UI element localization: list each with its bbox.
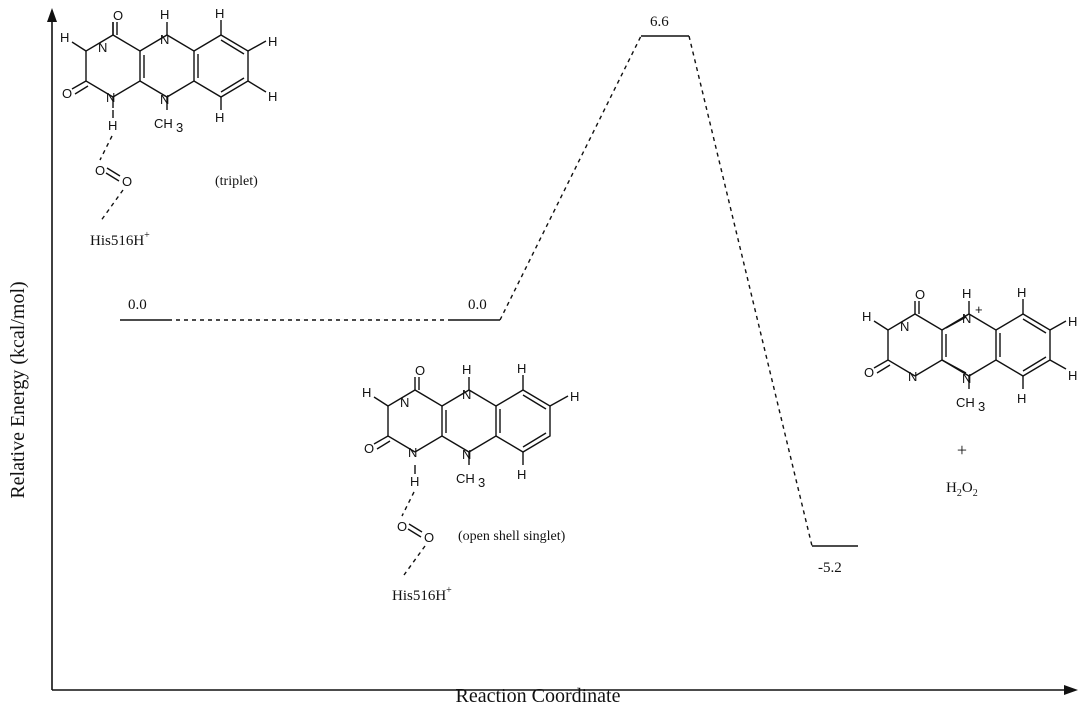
svg-text:H: H <box>108 118 117 133</box>
svg-text:O: O <box>122 174 132 189</box>
svg-text:N: N <box>98 40 107 55</box>
svg-text:N: N <box>160 92 169 107</box>
svg-text:O: O <box>415 363 425 378</box>
svg-text:H: H <box>1068 314 1077 329</box>
level-label-intermediate: 0.0 <box>468 297 487 313</box>
svg-text:H: H <box>1017 285 1026 300</box>
singlet-flavin-structure: N N H O O N H N CH 3 H H H H O O (open s… <box>362 361 579 604</box>
svg-text:H: H <box>215 110 224 125</box>
svg-text:H: H <box>268 89 277 104</box>
svg-text:O: O <box>424 530 434 545</box>
svg-text:H: H <box>962 286 971 301</box>
svg-text:N: N <box>462 447 471 462</box>
svg-text:H: H <box>862 309 871 324</box>
product-plus-sign: + <box>957 440 967 460</box>
connector-intermediate-ts <box>499 35 642 321</box>
svg-text:N: N <box>400 395 409 410</box>
triplet-state-label: (triplet) <box>215 174 258 189</box>
svg-text:N: N <box>160 32 169 47</box>
svg-text:N: N <box>962 371 971 386</box>
svg-text:3: 3 <box>176 120 183 135</box>
level-label-transition-state: 6.6 <box>650 14 669 30</box>
y-axis-arrow <box>47 8 57 22</box>
svg-text:CH: CH <box>154 116 173 131</box>
svg-text:O: O <box>364 441 374 456</box>
svg-text:N: N <box>106 90 115 105</box>
product-flavin-structure: N N H O O N + H N CH 3 H H H H + H2O2 <box>862 285 1077 499</box>
svg-text:O: O <box>62 86 72 101</box>
svg-text:3: 3 <box>978 399 985 414</box>
triplet-partner-label: His516H+ <box>90 230 150 249</box>
svg-text:CH: CH <box>456 471 475 486</box>
svg-text:H: H <box>1068 368 1077 383</box>
svg-text:N: N <box>962 311 971 326</box>
connector-ts-product <box>688 35 813 547</box>
level-label-reactant: 0.0 <box>128 297 147 313</box>
svg-text:H: H <box>1017 391 1026 406</box>
svg-text:H: H <box>160 7 169 22</box>
svg-text:O: O <box>864 365 874 380</box>
y-axis-label: Relative Energy (kcal/mol) <box>7 281 29 498</box>
svg-text:H: H <box>517 361 526 376</box>
singlet-state-label: (open shell singlet) <box>458 529 566 544</box>
svg-text:H: H <box>60 30 69 45</box>
svg-text:H: H <box>517 467 526 482</box>
triplet-flavin-structure: N N H O O N H N CH 3 H H H H H O O (trip… <box>60 6 277 249</box>
svg-text:H: H <box>462 362 471 377</box>
svg-text:H: H <box>268 34 277 49</box>
x-axis-arrow <box>1064 685 1078 695</box>
svg-text:O: O <box>915 287 925 302</box>
svg-text:CH: CH <box>956 395 975 410</box>
svg-text:H: H <box>410 474 419 489</box>
svg-text:H: H <box>570 389 579 404</box>
svg-text:N: N <box>900 319 909 334</box>
svg-text:N: N <box>408 445 417 460</box>
svg-text:3: 3 <box>478 475 485 490</box>
svg-text:N: N <box>462 387 471 402</box>
svg-text:+: + <box>975 302 983 317</box>
svg-text:N: N <box>908 369 917 384</box>
x-axis-label: Reaction Coordinate <box>456 685 621 705</box>
svg-text:H: H <box>362 385 371 400</box>
svg-text:O: O <box>397 519 407 534</box>
h2o2-label: H2O2 <box>946 480 978 499</box>
level-label-product: -5.2 <box>818 560 842 576</box>
svg-text:O: O <box>95 163 105 178</box>
svg-text:H: H <box>215 6 224 21</box>
svg-text:O: O <box>113 8 123 23</box>
singlet-partner-label: His516H+ <box>392 585 452 604</box>
